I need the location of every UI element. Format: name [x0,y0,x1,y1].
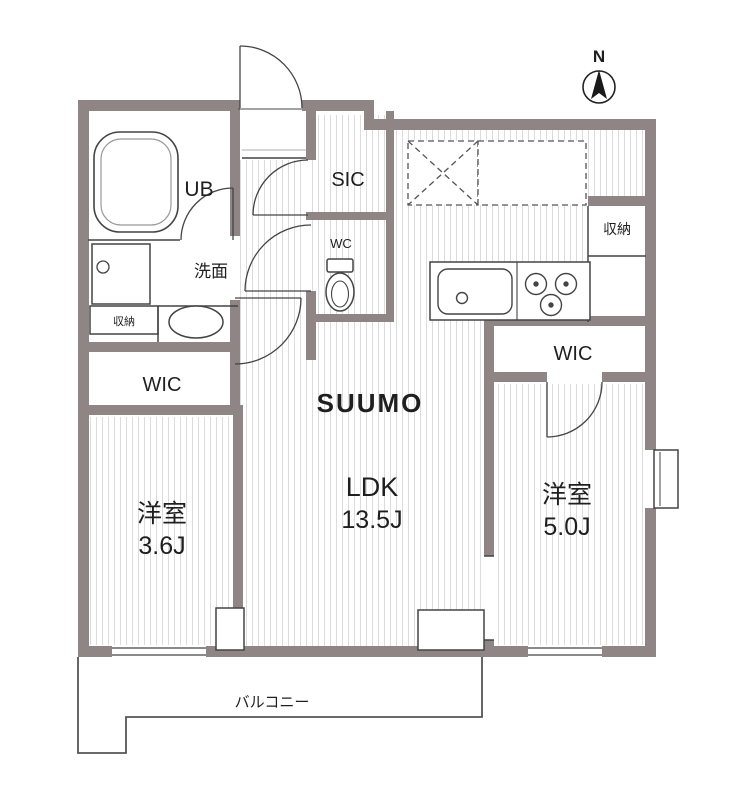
balcony-window-right [528,646,602,657]
label-bedroom1-size: 3.6J [138,532,185,560]
label-ldk-size: 13.5J [341,506,402,534]
label-bedroom2-name: 洋室 [542,481,592,509]
kitchen-sink-icon [437,268,513,315]
bay-window [653,449,679,509]
bedroom2-door-arc [546,381,603,438]
refrigerator-space [407,140,587,206]
compass: N [582,47,616,104]
label-sic: SIC [331,169,364,191]
sic-door-arc [252,159,309,216]
label-ub: UB [184,178,213,201]
watermark: SUUMO [317,388,424,418]
label-ldk-name: LDK [346,472,399,502]
washroom-door-arc [234,297,302,365]
bathroom-door-arc [180,187,234,241]
label-storage-right: 収納 [603,221,631,237]
walls [78,100,656,657]
basin-icon [168,305,224,339]
north-label: N [593,47,605,66]
balcony-window-left [112,646,206,657]
entrance-door-arc [238,45,303,110]
balcony-outline [77,657,483,754]
doors [180,45,603,438]
wc-door-arc [244,224,312,292]
stove-icon [524,272,578,317]
label-wic-right: WIC [554,343,593,365]
sliding-door-bedroom1 [215,607,245,651]
fixtures [91,131,591,339]
label-bedroom2-size: 5.0J [543,513,590,541]
label-storage-left: 収納 [113,315,135,328]
sliding-door-ldk [417,609,485,651]
bathtub-icon [93,131,179,233]
label-balcony: バルコニー [235,694,310,711]
label-wic-left: WIC [143,374,182,396]
label-washroom: 洗面 [194,262,228,281]
toilet-icon [325,258,355,312]
north-arrow-icon [591,70,607,99]
room-labels: UB 洗面 収納 WIC 洋室 3.6J SIC WC LDK 13.5J 収納… [113,169,631,711]
label-bedroom1-name: 洋室 [137,500,187,528]
windows [112,449,679,657]
label-wc: WC [330,236,352,251]
washing-machine-icon [91,243,151,305]
